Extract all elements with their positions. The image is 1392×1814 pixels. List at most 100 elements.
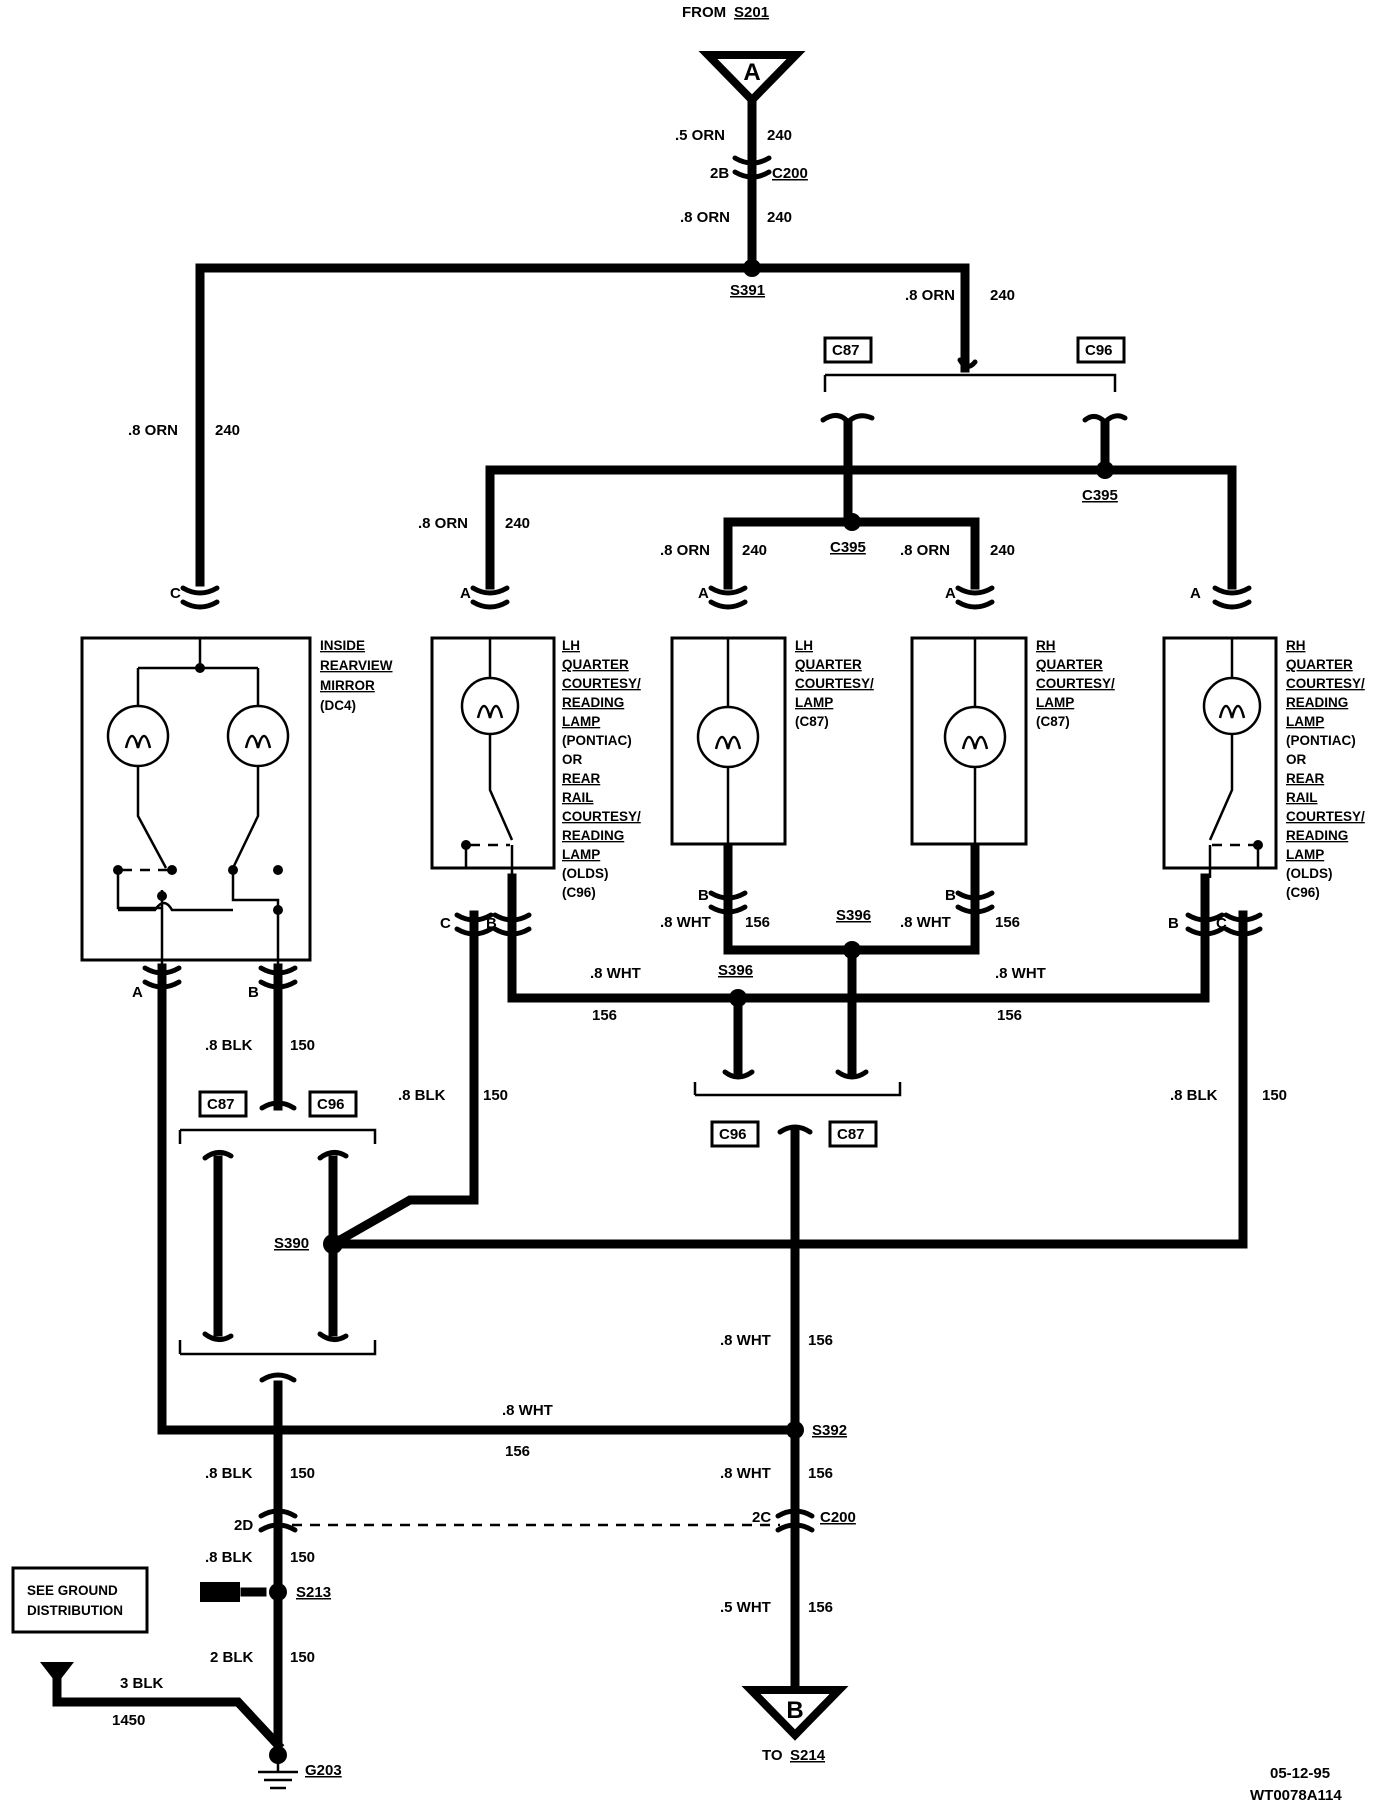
svg-text:B: B: [945, 887, 956, 904]
svg-text:.8 WHT: .8 WHT: [995, 965, 1046, 982]
svg-text:.8 BLK: .8 BLK: [205, 1549, 253, 1566]
svg-text:2 BLK: 2 BLK: [210, 1649, 254, 1666]
svg-text:INSIDE: INSIDE: [320, 638, 365, 653]
node-a-triangle: [698, 51, 806, 106]
svg-text:240: 240: [990, 287, 1015, 304]
svg-text:C87: C87: [207, 1096, 235, 1113]
svg-text:.5 ORN: .5 ORN: [675, 127, 725, 144]
svg-text:.8 BLK: .8 BLK: [205, 1037, 253, 1054]
node-a-letter: A: [743, 59, 760, 86]
svg-text:A: A: [1190, 585, 1201, 602]
svg-text:.8 BLK: .8 BLK: [398, 1087, 446, 1104]
svg-text:.8 WHT: .8 WHT: [502, 1402, 553, 1419]
svg-text:SEE GROUND: SEE GROUND: [27, 1583, 118, 1598]
svg-text:156: 156: [745, 914, 770, 931]
svg-text:LAMP: LAMP: [1036, 695, 1074, 710]
svg-text:DISTRIBUTION: DISTRIBUTION: [27, 1603, 123, 1618]
svg-text:.8 ORN: .8 ORN: [128, 422, 178, 439]
svg-text:READING: READING: [1286, 695, 1348, 710]
svg-text:READING: READING: [562, 695, 624, 710]
svg-text:156: 156: [808, 1599, 833, 1616]
svg-text:2D: 2D: [234, 1517, 253, 1534]
svg-text:C96: C96: [317, 1096, 345, 1113]
svg-text:OR: OR: [1286, 752, 1307, 767]
diagram-date: 05-12-95: [1270, 1765, 1330, 1782]
svg-text:RAIL: RAIL: [1286, 790, 1318, 805]
svg-text:156: 156: [808, 1465, 833, 1482]
svg-text:RH: RH: [1286, 638, 1306, 653]
from-label: FROM: [682, 4, 726, 21]
svg-text:S390: S390: [274, 1235, 309, 1252]
svg-text:C200: C200: [820, 1509, 856, 1526]
svg-text:C96: C96: [719, 1126, 747, 1143]
svg-text:156: 156: [997, 1007, 1022, 1024]
from-splice: S201: [734, 4, 769, 21]
component-boxes: [11, 636, 1278, 1634]
svg-text:COURTESY/: COURTESY/: [1286, 809, 1365, 824]
svg-text:MIRROR: MIRROR: [320, 678, 375, 693]
svg-text:C96: C96: [1085, 342, 1113, 359]
svg-text:156: 156: [592, 1007, 617, 1024]
svg-text:LAMP: LAMP: [1286, 847, 1324, 862]
svg-text:150: 150: [290, 1549, 315, 1566]
svg-text:LAMP: LAMP: [562, 714, 600, 729]
svg-text:A: A: [132, 984, 143, 1001]
svg-text:C395: C395: [1082, 487, 1118, 504]
svg-text:.8 WHT: .8 WHT: [900, 914, 951, 931]
svg-text:C87: C87: [837, 1126, 865, 1143]
svg-text:LAMP: LAMP: [562, 847, 600, 862]
svg-text:B: B: [486, 915, 497, 932]
to-splice: S214: [790, 1747, 826, 1764]
svg-text:.8 ORN: .8 ORN: [900, 542, 950, 559]
svg-text:(OLDS): (OLDS): [562, 866, 609, 881]
svg-text:C: C: [1216, 915, 1227, 932]
svg-text:C87: C87: [832, 342, 860, 359]
to-label: TO: [762, 1747, 783, 1764]
svg-text:(C96): (C96): [562, 885, 596, 900]
svg-text:A: A: [945, 585, 956, 602]
svg-text:.8 BLK: .8 BLK: [205, 1465, 253, 1482]
svg-text:2B: 2B: [710, 165, 729, 182]
svg-text:.8 WHT: .8 WHT: [660, 914, 711, 931]
svg-text:(DC4): (DC4): [320, 698, 356, 713]
svg-text:3 BLK: 3 BLK: [120, 1675, 164, 1692]
svg-text:(PONTIAC): (PONTIAC): [562, 733, 632, 748]
node-b-letter: B: [786, 1697, 803, 1724]
svg-text:READING: READING: [1286, 828, 1348, 843]
svg-text:COURTESY/: COURTESY/: [562, 676, 641, 691]
svg-text:C: C: [170, 585, 181, 602]
svg-text:A: A: [460, 585, 471, 602]
svg-text:LAMP: LAMP: [1286, 714, 1324, 729]
brace-lines: [178, 373, 1117, 1356]
svg-text:(C96): (C96): [1286, 885, 1320, 900]
svg-text:156: 156: [808, 1332, 833, 1349]
labels: FROM S201 A .5 ORN 240 2B C200 .8 ORN 24…: [27, 4, 1365, 1804]
svg-text:1450: 1450: [112, 1712, 145, 1729]
wires: [52, 85, 1248, 1760]
svg-text:240: 240: [767, 209, 792, 226]
svg-text:240: 240: [990, 542, 1015, 559]
svg-text:LH: LH: [562, 638, 580, 653]
svg-text:RH: RH: [1036, 638, 1056, 653]
svg-text:.8 BLK: .8 BLK: [1170, 1087, 1218, 1104]
svg-text:2C: 2C: [752, 1509, 771, 1526]
svg-text:150: 150: [483, 1087, 508, 1104]
svg-text:.8 ORN: .8 ORN: [660, 542, 710, 559]
node-b-triangle: [741, 1686, 849, 1741]
s391-label: S391: [730, 282, 765, 299]
svg-text:COURTESY/: COURTESY/: [1036, 676, 1115, 691]
svg-text:240: 240: [742, 542, 767, 559]
svg-text:240: 240: [767, 127, 792, 144]
svg-text:COURTESY/: COURTESY/: [562, 809, 641, 824]
svg-text:REAR: REAR: [1286, 771, 1325, 786]
svg-text:S396: S396: [718, 962, 753, 979]
svg-text:COURTESY/: COURTESY/: [1286, 676, 1365, 691]
svg-text:QUARTER: QUARTER: [1036, 657, 1103, 672]
svg-text:(OLDS): (OLDS): [1286, 866, 1333, 881]
svg-text:150: 150: [290, 1649, 315, 1666]
svg-text:QUARTER: QUARTER: [795, 657, 862, 672]
svg-text:COURTESY/: COURTESY/: [795, 676, 874, 691]
ground-wire-icon: [40, 1662, 74, 1684]
svg-text:B: B: [698, 887, 709, 904]
